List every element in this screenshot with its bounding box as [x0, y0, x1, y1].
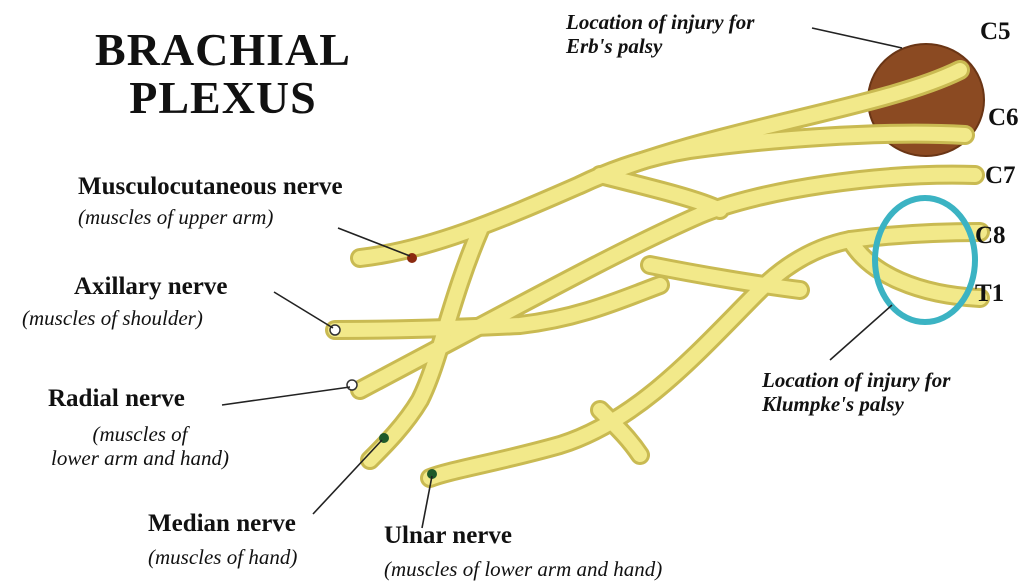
- axillary-nerve-label: Axillary nerve: [74, 273, 227, 301]
- klumpke-injury-ring: [875, 198, 975, 322]
- title-line-1: BRACHIAL: [88, 26, 358, 74]
- radial-marker: [347, 380, 357, 390]
- root-label-c5: C5: [980, 18, 1011, 46]
- musculocutaneous-nerve-desc: (muscles of upper arm): [78, 205, 273, 229]
- klumpke-leader-line: [830, 305, 892, 360]
- root-label-c6: C6: [988, 104, 1019, 132]
- root-label-t1: T1: [975, 280, 1004, 308]
- axillary-leader-line: [274, 292, 333, 328]
- radial-nerve-desc-line-2: lower arm and hand): [10, 446, 270, 470]
- radial-leader-line: [222, 387, 350, 405]
- radial-nerve-desc-line-1: (muscles of: [10, 422, 270, 446]
- radial-nerve-label: Radial nerve: [48, 385, 185, 413]
- musculocutaneous-marker: [407, 253, 417, 263]
- klumpke-injury-label: Location of injury for Klumpke's palsy: [762, 368, 950, 416]
- musculocutaneous-nerve-label: Musculocutaneous nerve: [78, 173, 343, 201]
- axillary-nerve-desc: (muscles of shoulder): [22, 306, 203, 330]
- diagram-title: BRACHIAL PLEXUS: [88, 26, 358, 122]
- root-label-c7: C7: [985, 162, 1016, 190]
- erb-leader-line: [812, 28, 902, 48]
- klumpke-injury-line-2: Klumpke's palsy: [762, 392, 950, 416]
- ulnar-nerve-desc: (muscles of lower arm and hand): [384, 557, 662, 581]
- erb-injury-line-2: Erb's palsy: [566, 34, 754, 58]
- erb-injury-label: Location of injury for Erb's palsy: [566, 10, 754, 58]
- radial-nerve-desc: (muscles of lower arm and hand): [10, 422, 270, 470]
- median-nerve-desc: (muscles of hand): [148, 545, 297, 569]
- median-leader-line: [313, 440, 382, 514]
- klumpke-injury-line-1: Location of injury for: [762, 368, 950, 392]
- ulnar-nerve-label: Ulnar nerve: [384, 522, 512, 550]
- median-nerve-label: Median nerve: [148, 510, 296, 538]
- erb-injury-line-1: Location of injury for: [566, 10, 754, 34]
- root-label-c8: C8: [975, 222, 1006, 250]
- title-line-2: PLEXUS: [88, 74, 358, 122]
